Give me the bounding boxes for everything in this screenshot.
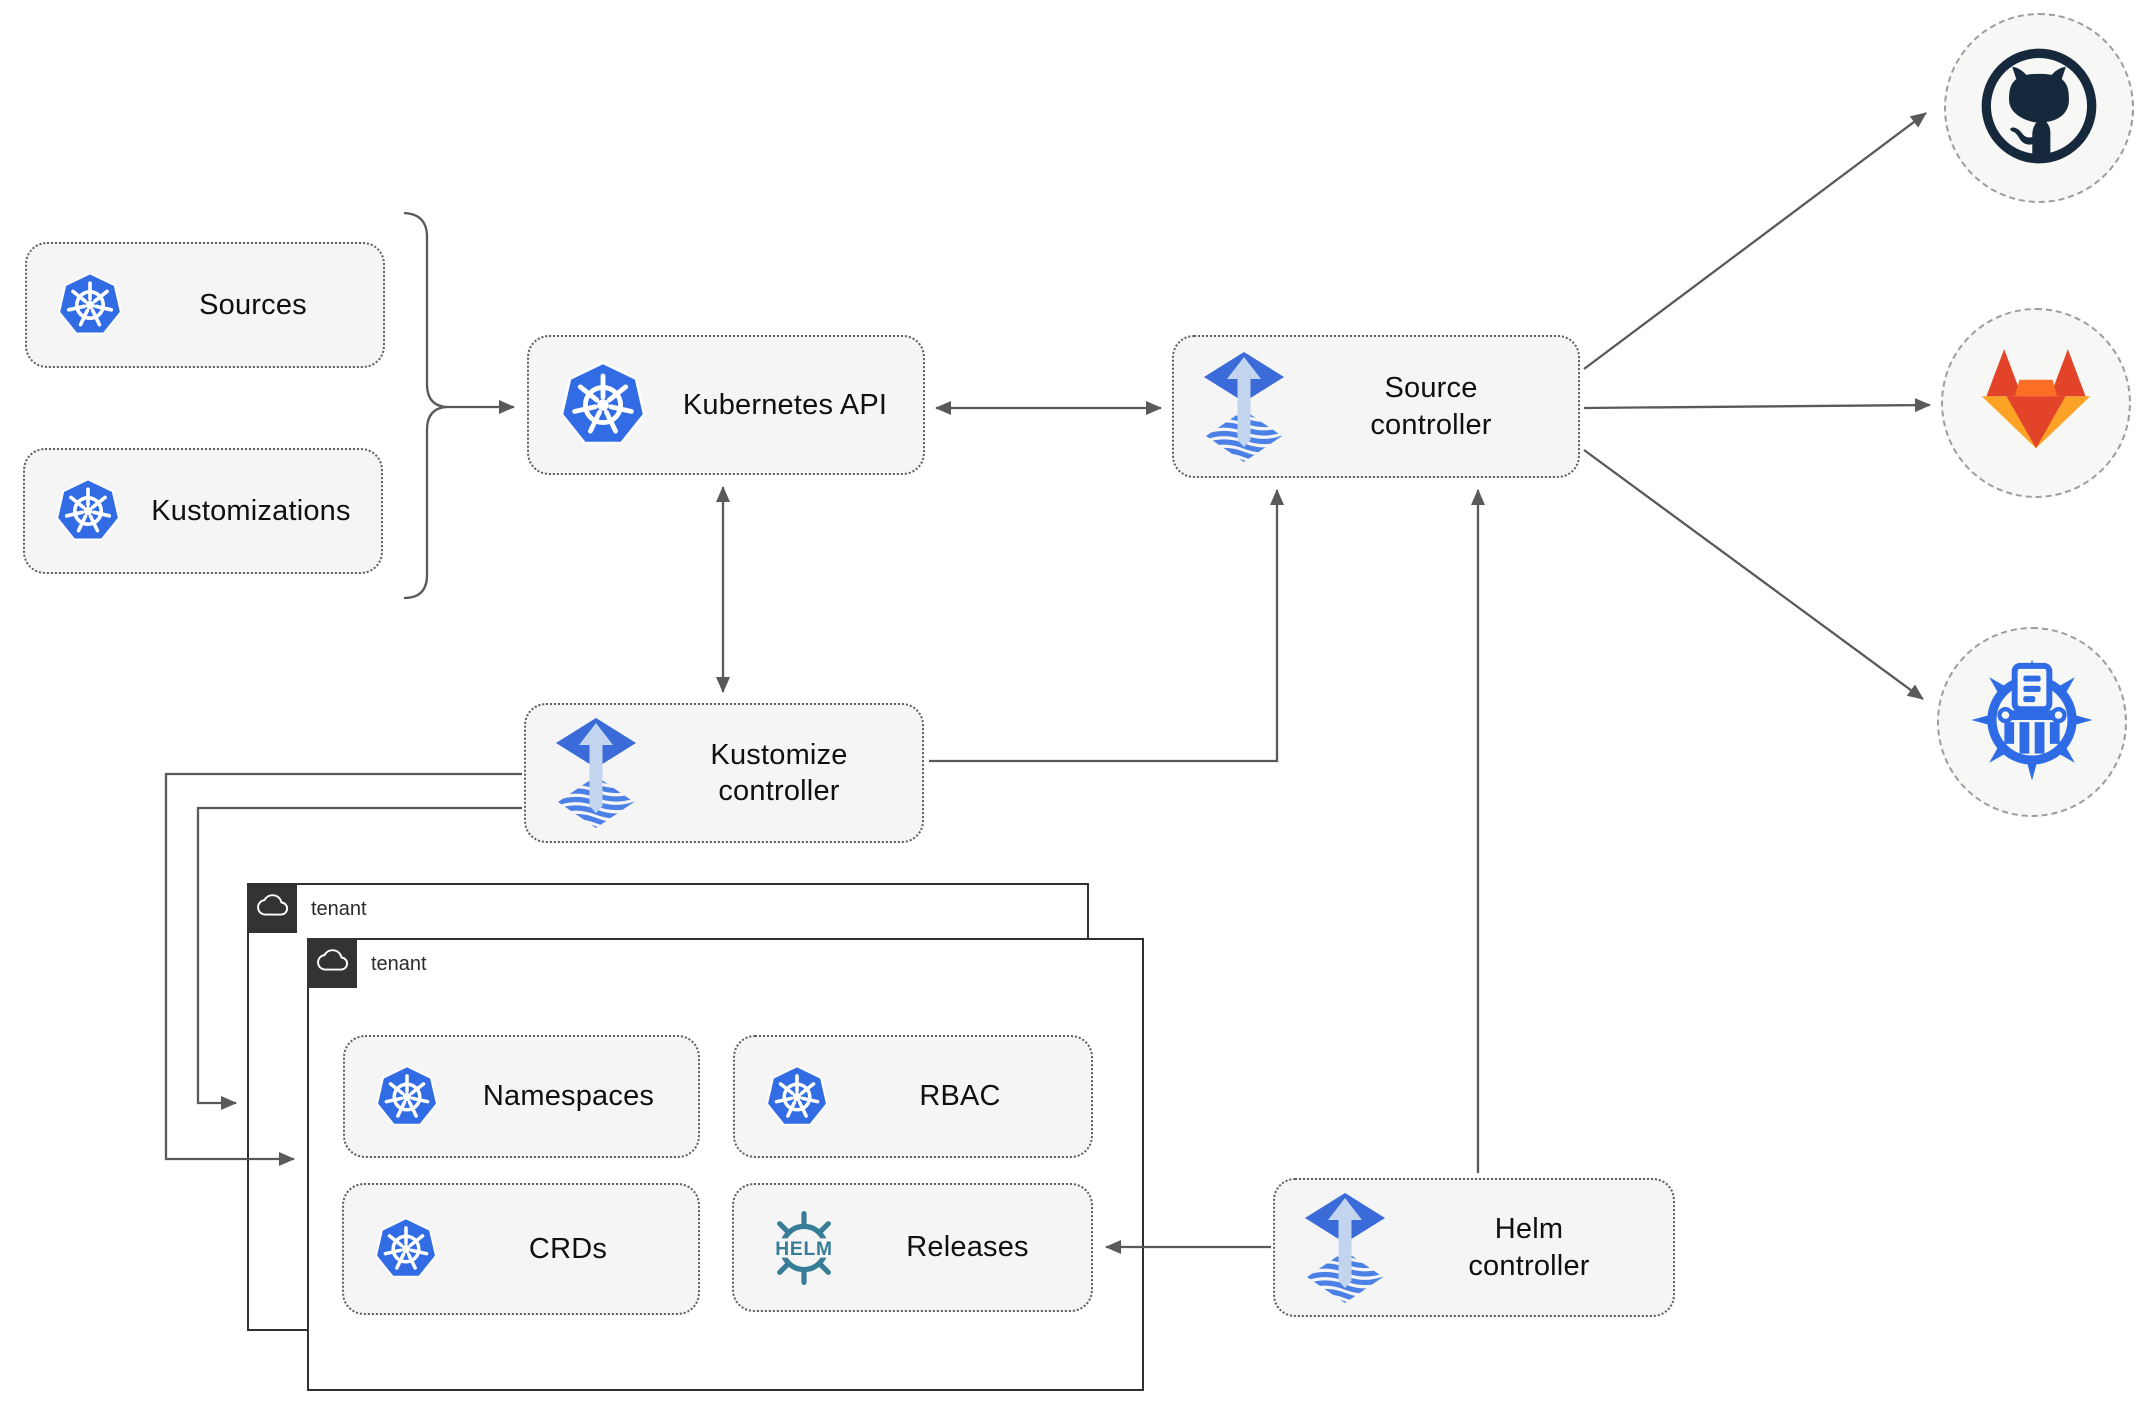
remote-gitlab bbox=[1941, 308, 2131, 498]
kubernetes-icon bbox=[57, 272, 123, 338]
tenant-group-inner: tenant bbox=[307, 938, 1144, 1391]
gitlab-icon bbox=[1977, 342, 2095, 465]
node-label: Kustomize controller bbox=[710, 738, 848, 807]
node-label: Namespaces bbox=[482, 1080, 655, 1113]
node-source-controller: Source controller bbox=[1172, 335, 1580, 478]
node-crds: CRDs bbox=[342, 1183, 700, 1315]
helm-icon: HELM bbox=[764, 1208, 844, 1288]
cloud-icon bbox=[316, 944, 349, 982]
kubernetes-icon bbox=[374, 1217, 438, 1281]
edge-source-controller-to-github bbox=[1583, 112, 1927, 370]
remote-github bbox=[1944, 13, 2134, 203]
node-label: Kustomizations bbox=[151, 494, 351, 527]
tenant-tab bbox=[247, 883, 297, 933]
chartmuseum-icon bbox=[1967, 655, 2097, 790]
node-namespaces: Namespaces bbox=[343, 1035, 700, 1158]
bracket-sources-kustomizations bbox=[403, 211, 448, 600]
edge-source-controller-to-helm-repository bbox=[1583, 449, 1924, 700]
github-icon bbox=[1977, 44, 2101, 173]
node-kustomize-controller: Kustomize controller bbox=[524, 703, 924, 843]
node-releases: HELM Releases bbox=[732, 1183, 1093, 1312]
kubernetes-icon bbox=[765, 1064, 829, 1129]
flux-icon bbox=[556, 718, 636, 828]
node-label: Sources bbox=[199, 288, 307, 321]
helm-logo-text: HELM bbox=[775, 1238, 833, 1259]
tenant-tab bbox=[307, 938, 357, 988]
edge-kustomize-controller-to-source-controller bbox=[929, 489, 1284, 763]
kubernetes-icon bbox=[559, 361, 647, 449]
node-helm-controller: Helm controller bbox=[1273, 1178, 1675, 1317]
node-label: Kubernetes API bbox=[682, 388, 888, 421]
node-rbac: RBAC bbox=[733, 1035, 1093, 1158]
node-label: Helm controller bbox=[1468, 1213, 1590, 1282]
node-sources: Sources bbox=[25, 242, 385, 368]
node-kubernetes-api: Kubernetes API bbox=[527, 335, 925, 475]
tenant-label: tenant bbox=[311, 898, 367, 920]
cloud-icon bbox=[256, 889, 289, 927]
kubernetes-icon bbox=[55, 478, 121, 544]
edge-source-controller-to-gitlab bbox=[1583, 398, 1931, 413]
node-kustomizations: Kustomizations bbox=[23, 448, 383, 574]
flux-icon bbox=[1305, 1192, 1385, 1303]
kubernetes-icon bbox=[375, 1064, 439, 1129]
tenant-label: tenant bbox=[371, 953, 427, 975]
node-label: CRDs bbox=[528, 1232, 608, 1265]
flux-icon bbox=[1204, 351, 1284, 462]
node-label: Source controller bbox=[1370, 372, 1492, 441]
node-label: RBAC bbox=[919, 1080, 1001, 1113]
remote-helm-repository bbox=[1937, 627, 2127, 817]
node-label: Releases bbox=[906, 1231, 1029, 1264]
